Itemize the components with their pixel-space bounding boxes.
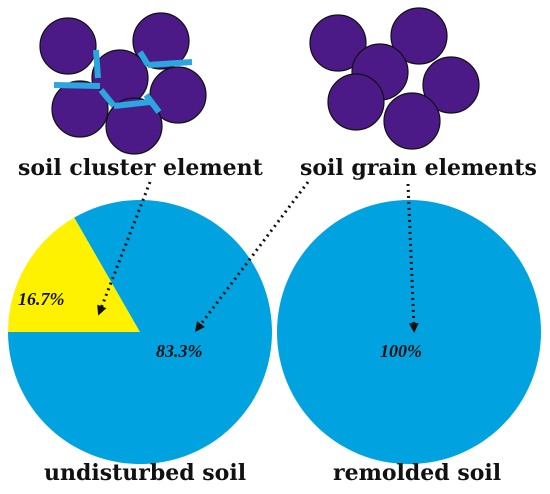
cluster-grain	[39, 17, 97, 75]
soil-grains-illustration	[309, 7, 480, 150]
pointer-arrows	[97, 181, 419, 333]
pie-label-cluster-percent: 16.7%	[18, 289, 65, 309]
grain	[422, 56, 480, 114]
cluster-grain	[51, 80, 109, 138]
grain	[390, 7, 448, 65]
remolded-pointer-arrow	[406, 183, 419, 333]
soil-cluster-element-label: soil cluster element	[18, 155, 263, 181]
cluster-bond	[98, 88, 117, 108]
grain	[327, 73, 385, 131]
cluster-grain	[149, 66, 207, 124]
grain	[383, 92, 441, 150]
grain	[309, 14, 367, 72]
soil-grain-elements-label: soil grain elements	[300, 155, 537, 181]
cluster-bond	[53, 82, 101, 89]
cluster-bonds	[53, 49, 193, 114]
cluster-bond	[147, 59, 193, 68]
cluster-bond	[93, 49, 101, 79]
pie-label-remolded-percent: 100%	[380, 341, 422, 361]
undisturbed-soil-pie	[8, 199, 273, 465]
cluster-grain	[105, 97, 163, 155]
pie-slice	[8, 199, 273, 465]
cluster-bond	[137, 50, 151, 67]
cluster-bond	[113, 99, 151, 109]
pie-label-grain-percent: 83.3%	[156, 341, 203, 361]
remolded-soil-label: remolded soil	[333, 460, 502, 486]
soil-cluster-illustration	[39, 12, 207, 155]
cluster-bond	[143, 93, 162, 114]
pie-slice	[8, 217, 140, 332]
grain-pointer-arrow	[194, 181, 310, 332]
undisturbed-soil-label: undisturbed soil	[44, 460, 247, 486]
cluster-grain	[132, 12, 190, 70]
cluster-pointer-arrow	[97, 181, 152, 316]
